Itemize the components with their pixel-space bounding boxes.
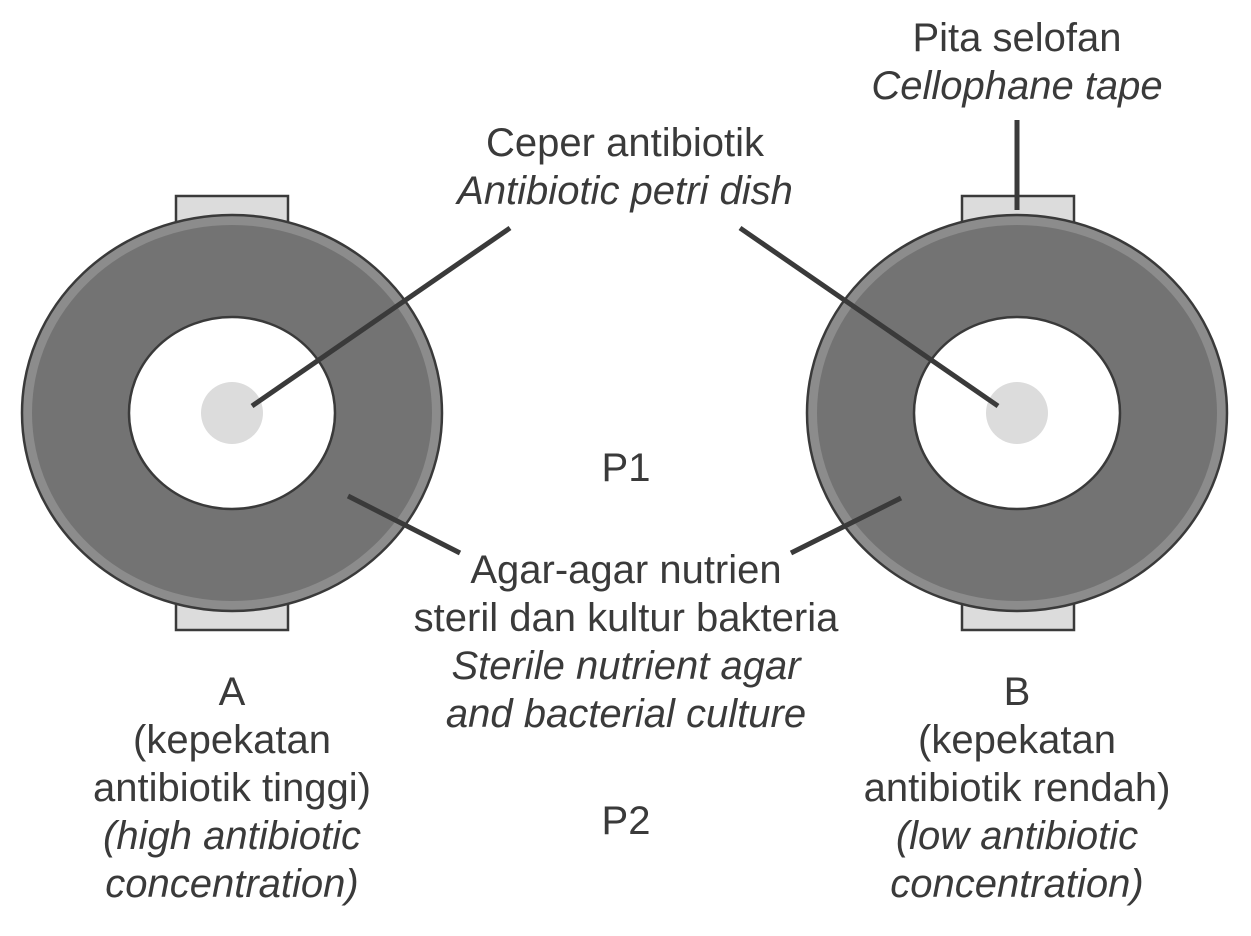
leader-line-agar-b [789,495,903,556]
dish-a-caption: A (kepekatan antibiotik tinggi) (high an… [93,668,371,908]
dish-b-malay-line2: antibiotik rendah) [863,766,1171,810]
leader-line-disc-b [738,225,1000,409]
agar-english-line1: Sterile nutrient agar [451,644,801,688]
antibiotic-disc-b [986,382,1048,444]
dish-b-english-line2: concentration) [890,862,1144,906]
dish-b-letter: B [1003,670,1031,714]
dish-a-english-line2: concentration) [105,862,359,906]
antibiotic-disc-malay: Ceper antibiotik [486,121,764,165]
dish-b-english-line1: (low antibiotic [895,814,1139,858]
leader-line-agar-a [346,493,462,556]
cellophane-tape-malay: Pita selofan [912,16,1122,60]
dish-a-malay-line2: antibiotik tinggi) [93,766,371,810]
agar-malay-line1: Agar-agar nutrien [470,548,782,592]
agar-label: Agar-agar nutrien steril dan kultur bakt… [414,546,839,738]
cellophane-tape-label: Pita selofan Cellophane tape [871,14,1162,110]
antibiotic-disc-label: Ceper antibiotik Antibiotic petri dish [457,119,793,215]
antibiotic-disc-english: Antibiotic petri dish [457,169,793,213]
dish-b-malay-line1: (kepekatan [918,718,1116,762]
label-p1: P1 [601,446,651,490]
dish-b-caption: B (kepekatan antibiotik rendah) (low ant… [864,668,1171,908]
leader-line-disc-a [250,225,512,409]
cellophane-tape-english: Cellophane tape [871,64,1163,108]
agar-english-line2: and bacterial culture [445,692,807,736]
dish-a-malay-line1: (kepekatan [133,718,331,762]
label-p2: P2 [601,799,651,843]
dish-b [805,194,1229,632]
agar-malay-line2: steril dan kultur bakteria [413,596,839,640]
dish-a [20,194,444,632]
dish-a-letter: A [218,670,246,714]
antibiotic-disc-a [201,382,263,444]
dish-a-english-line1: (high antibiotic [103,814,361,858]
